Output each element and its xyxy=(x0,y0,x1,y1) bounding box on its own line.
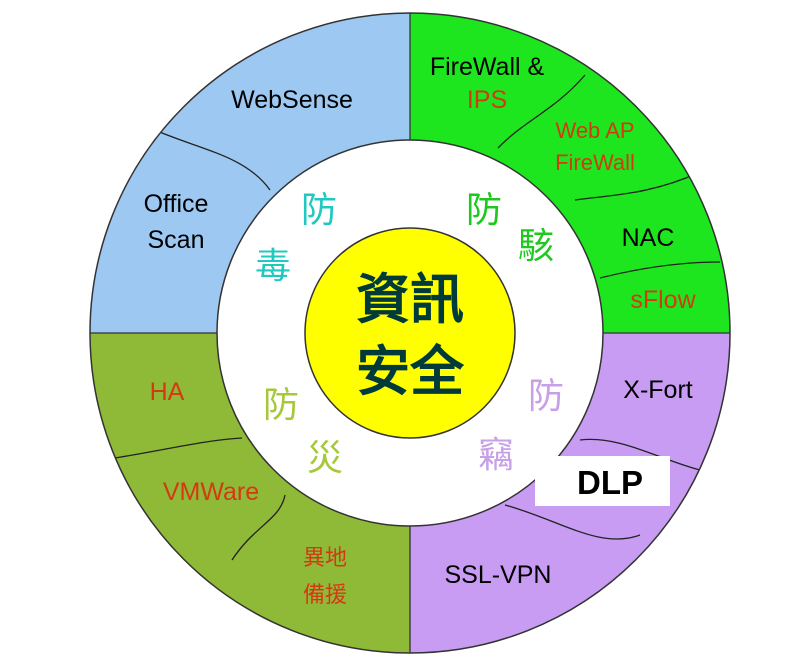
label-nac: NAC xyxy=(622,224,675,252)
label-office: Office xyxy=(144,190,209,218)
center-circle xyxy=(304,227,516,439)
ring-antihack-char2: 駭 xyxy=(518,226,554,267)
ring-antivirus-char2: 毒 xyxy=(255,246,291,287)
label-ips: IPS xyxy=(467,86,507,114)
separator-websense-officescan xyxy=(149,127,271,191)
separator-webap-nac xyxy=(574,171,701,201)
label-dlp: DLP xyxy=(577,464,643,501)
dlp-highlight xyxy=(535,456,670,506)
ring-antivirus-char1: 防 xyxy=(301,190,337,231)
label-webap-line1: Web AP xyxy=(555,118,634,143)
label-firewall: FireWall & xyxy=(430,53,545,81)
ring-antidisaster-char1: 防 xyxy=(263,385,299,426)
separator-firewall-webap xyxy=(497,74,586,149)
label-sflow: sFlow xyxy=(630,286,696,314)
center-title-line2: 安全 xyxy=(356,340,465,403)
label-vmware: VMWare xyxy=(163,478,259,506)
item-separators xyxy=(114,74,721,561)
label-scan: Scan xyxy=(148,226,205,254)
ring-antitheft-char1: 防 xyxy=(528,376,564,417)
separator-vmware-backup xyxy=(231,494,286,561)
center-title-line1: 資訊 xyxy=(356,268,464,331)
label-websense: WebSense xyxy=(231,86,353,114)
outer-border xyxy=(89,12,731,654)
ring-antihack-char1: 防 xyxy=(466,190,502,231)
label-xfort: X-Fort xyxy=(623,376,693,404)
ring-antitheft-char2: 竊 xyxy=(478,435,514,476)
label-sslvpn: SSL-VPN xyxy=(445,561,552,589)
separator-nac-sflow xyxy=(599,261,721,279)
label-backup-line1: 異地 xyxy=(303,546,347,571)
label-webap-line2: FireWall xyxy=(555,150,635,175)
separator-ha-vmware xyxy=(114,437,243,459)
label-ha: HA xyxy=(150,378,185,406)
separator-xfort-dlp xyxy=(579,438,701,471)
separator-dlp-sslvpn xyxy=(504,504,641,540)
ring-antidisaster-char2: 災 xyxy=(307,438,343,479)
label-backup-line2: 備援 xyxy=(303,583,347,608)
